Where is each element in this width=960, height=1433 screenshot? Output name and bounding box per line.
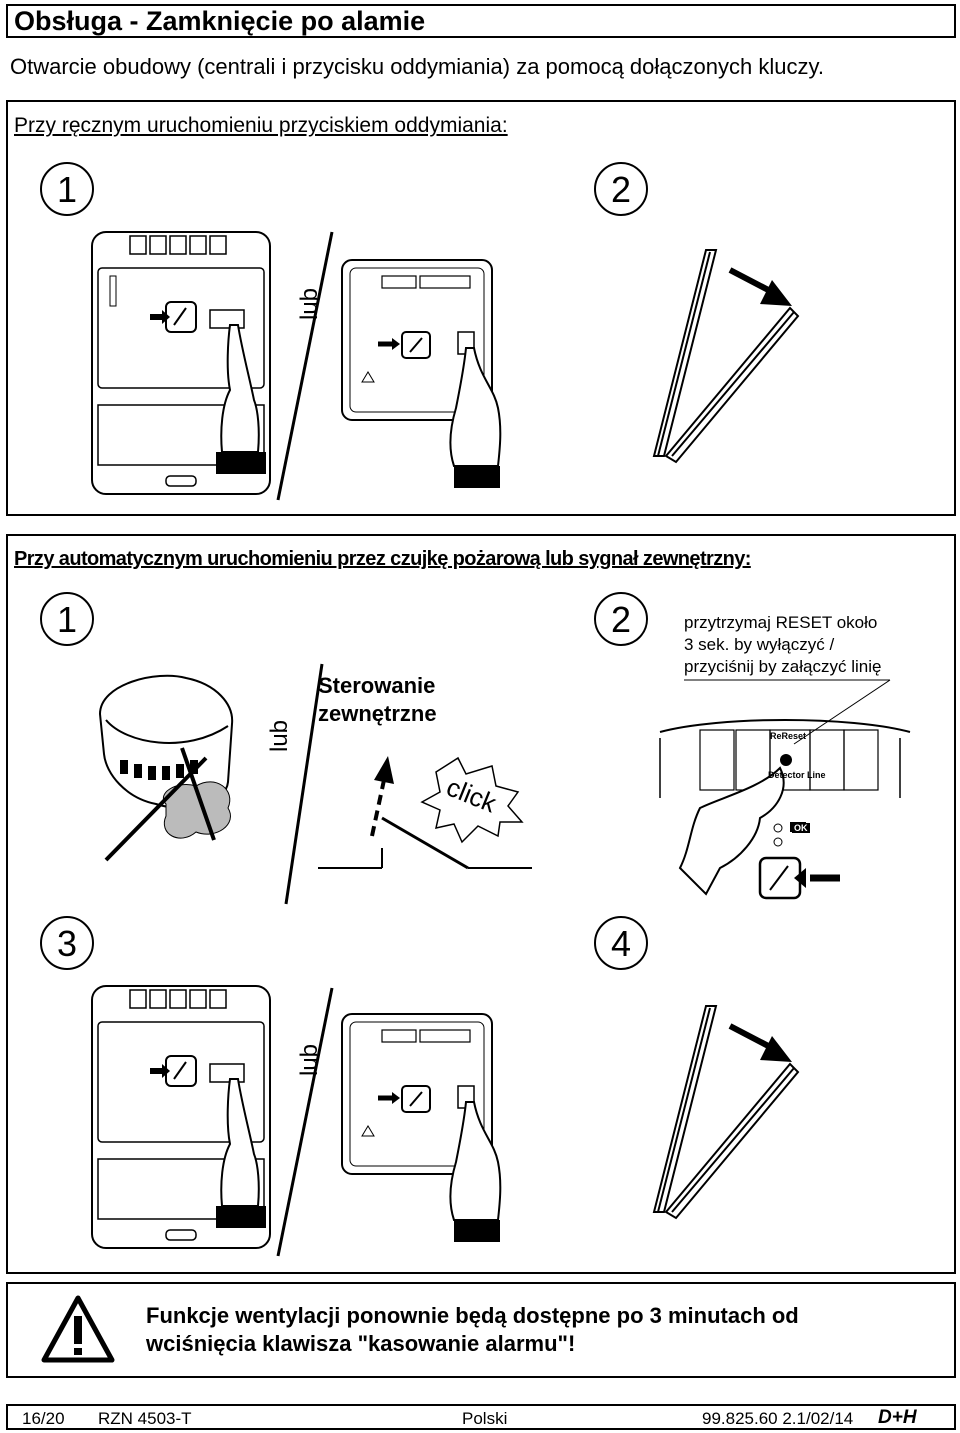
footer-code: 99.825.60 2.1/02/14 — [702, 1409, 854, 1428]
step-2-badge: 2 — [594, 162, 648, 216]
reset-note-line-3: przyciśnij by załączyć linię — [684, 657, 882, 676]
divider-line-2 — [276, 987, 334, 1257]
footer-logo: D+H — [878, 1407, 917, 1428]
push-button-illustration — [341, 259, 502, 488]
auto-step-3-badge: 3 — [40, 916, 94, 970]
footer-page: 16/20 — [22, 1409, 65, 1428]
push-button-illustration-2 — [341, 1013, 502, 1242]
window-closing-illustration — [652, 249, 800, 464]
reset-note: przytrzymaj RESET około 3 sek. by wyłącz… — [684, 612, 881, 678]
or-label-2: lub — [296, 1043, 323, 1076]
auto-step-2-badge: 2 — [594, 592, 648, 646]
reset-note-line-2: 3 sek. by wyłączyć / — [684, 635, 835, 654]
auto-step-1-badge: 1 — [40, 592, 94, 646]
manual-section-heading: Przy ręcznym uruchomieniu przyciskiem od… — [14, 114, 508, 137]
footer-language: Polski — [462, 1409, 508, 1428]
warning-message: Funkcje wentylacji ponownie będą dostępn… — [146, 1302, 799, 1358]
intro-text: Otwarcie obudowy (centrali i przycisku o… — [10, 54, 824, 79]
divider-line-auto — [284, 663, 324, 905]
external-control-line-1: Sterowanie — [318, 673, 436, 698]
control-panel-illustration-2 — [91, 985, 271, 1249]
external-control-line-2: zewnętrzne — [318, 701, 437, 726]
auto-step-4-badge: 4 — [594, 916, 648, 970]
auto-section-heading: Przy automatycznym uruchomieniu przez cz… — [14, 548, 751, 570]
external-switch-illustration — [318, 756, 532, 870]
window-closing-illustration-2 — [652, 1005, 800, 1220]
or-label-auto: lub — [266, 719, 293, 752]
step-1-badge: 1 — [40, 162, 94, 216]
footer-doc: RZN 4503-T — [98, 1409, 192, 1428]
manual-section-box — [6, 100, 956, 516]
control-panel-illustration — [91, 231, 271, 495]
warning-line-2: wciśnięcia klawisza "kasowanie alarmu"! — [146, 1331, 576, 1356]
external-control-label: Sterowanie zewnętrzne — [318, 672, 437, 728]
warning-line-1: Funkcje wentylacji ponownie będą dostępn… — [146, 1303, 799, 1328]
warning-triangle-icon — [41, 1295, 115, 1363]
reset-panel-illustration — [659, 719, 911, 900]
panel-ok-badge: OK — [792, 823, 810, 833]
title-bar — [6, 4, 956, 38]
auto-section-box — [6, 534, 956, 1274]
or-label: lub — [296, 287, 323, 320]
page-title: Obsługa - Zamknięcie po alamie — [14, 6, 426, 36]
reset-note-line-1: przytrzymaj RESET około — [684, 613, 878, 632]
footer: 16/20 RZN 4503-T Polski 99.825.60 2.1/02… — [6, 1404, 956, 1430]
divider-line — [276, 231, 334, 501]
panel-detector-line-label: Detector Line — [768, 770, 826, 780]
warning-box — [6, 1282, 956, 1378]
panel-reset-label: ReReset — [770, 731, 807, 741]
smoke-detector-illustration — [98, 674, 234, 862]
